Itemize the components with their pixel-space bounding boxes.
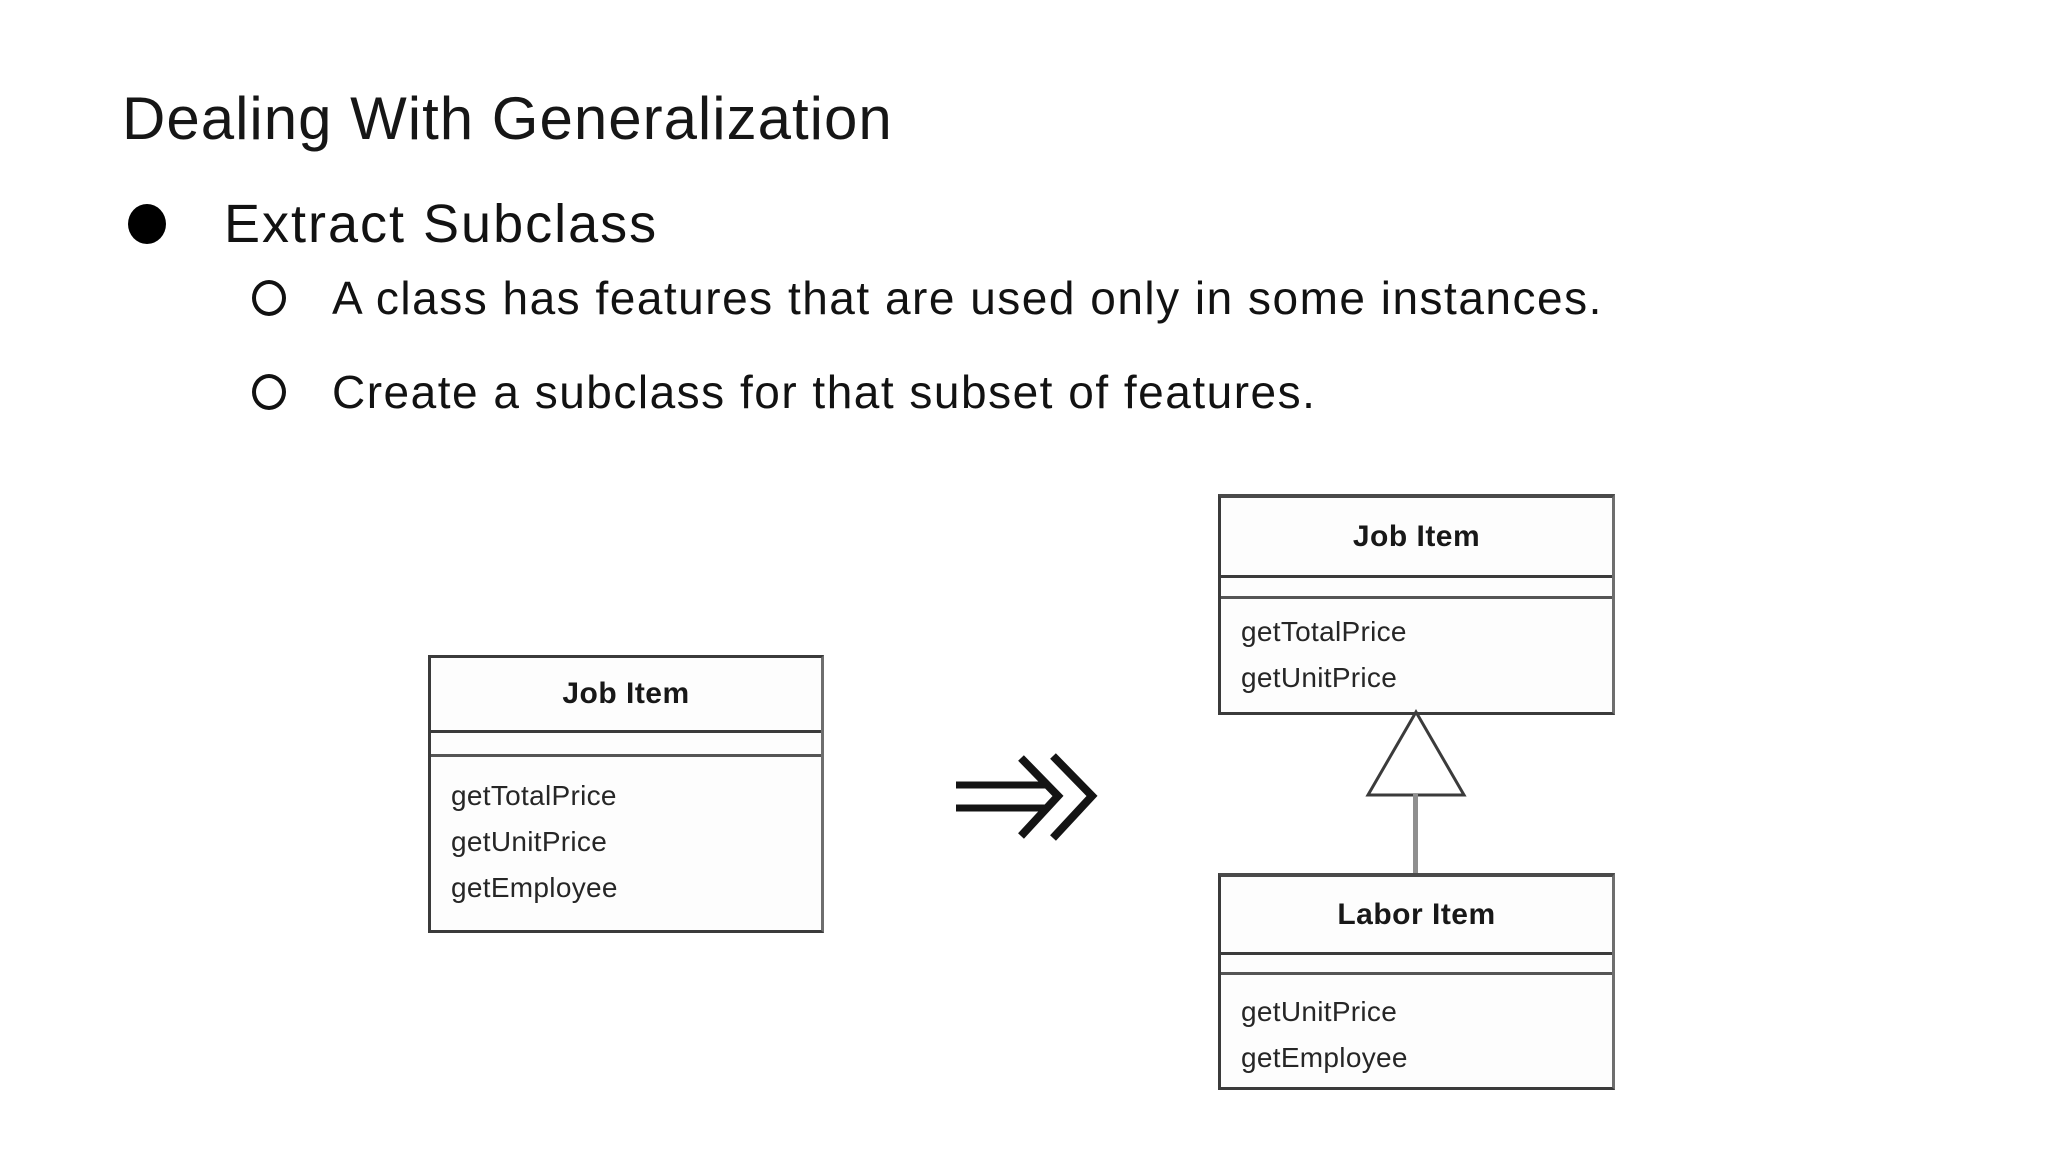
uml-method: getUnitPrice [1241, 996, 1398, 1027]
uml-class-name: Job Item [1221, 498, 1612, 578]
generalization-connector-line [1413, 794, 1418, 875]
uml-attributes-compartment [1221, 578, 1612, 599]
sub-bullet-text: Create a subclass for that subset of fea… [332, 366, 1317, 418]
uml-method: getUnitPrice [1241, 662, 1398, 693]
sub-bullet-item-2: Create a subclass for that subset of fea… [252, 364, 1316, 420]
bullet-label: Extract Subclass [224, 194, 659, 254]
uml-class-name: Labor Item [1221, 877, 1612, 955]
bullet-item-extract-subclass: Extract Subclass [128, 192, 658, 256]
sub-bullet-item-1: A class has features that are used only … [252, 270, 1603, 326]
uml-method: getTotalPrice [1241, 616, 1407, 647]
uml-method: getTotalPrice [451, 780, 617, 811]
uml-attributes-compartment [431, 733, 821, 757]
filled-bullet-icon [128, 204, 166, 244]
hollow-bullet-icon [252, 374, 286, 410]
uml-method: getUnitPrice [451, 826, 608, 857]
slide-title: Dealing With Generalization [122, 85, 893, 152]
double-arrow-right-icon [956, 753, 1098, 841]
uml-methods-compartment: getTotalPrice getUnitPrice [1221, 599, 1612, 712]
uml-class-box-labor-item: Labor Item getUnitPrice getEmployee [1218, 873, 1615, 1090]
uml-class-box-job-item-before: Job Item getTotalPrice getUnitPrice getE… [428, 655, 824, 933]
uml-method: getEmployee [451, 872, 618, 903]
uml-class-box-job-item-after: Job Item getTotalPrice getUnitPrice [1218, 494, 1615, 715]
uml-method: getEmployee [1241, 1042, 1408, 1073]
sub-bullet-text: A class has features that are used only … [332, 272, 1603, 324]
uml-methods-compartment: getUnitPrice getEmployee [1221, 975, 1612, 1087]
uml-methods-compartment: getTotalPrice getUnitPrice getEmployee [431, 757, 821, 930]
generalization-triangle-icon [1365, 709, 1467, 797]
hollow-bullet-icon [252, 280, 286, 316]
uml-class-name: Job Item [431, 658, 821, 733]
uml-attributes-compartment [1221, 955, 1612, 975]
